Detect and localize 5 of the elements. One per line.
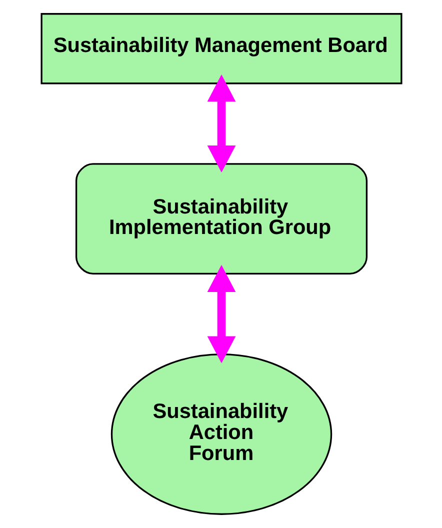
node-ellipse: Sustainability Action Forum xyxy=(110,353,332,515)
arrow xyxy=(206,264,236,364)
node-box: Sustainability Implementation Group xyxy=(74,163,368,275)
node-box: Sustainability Management Board xyxy=(40,13,402,84)
arrow xyxy=(206,74,236,173)
